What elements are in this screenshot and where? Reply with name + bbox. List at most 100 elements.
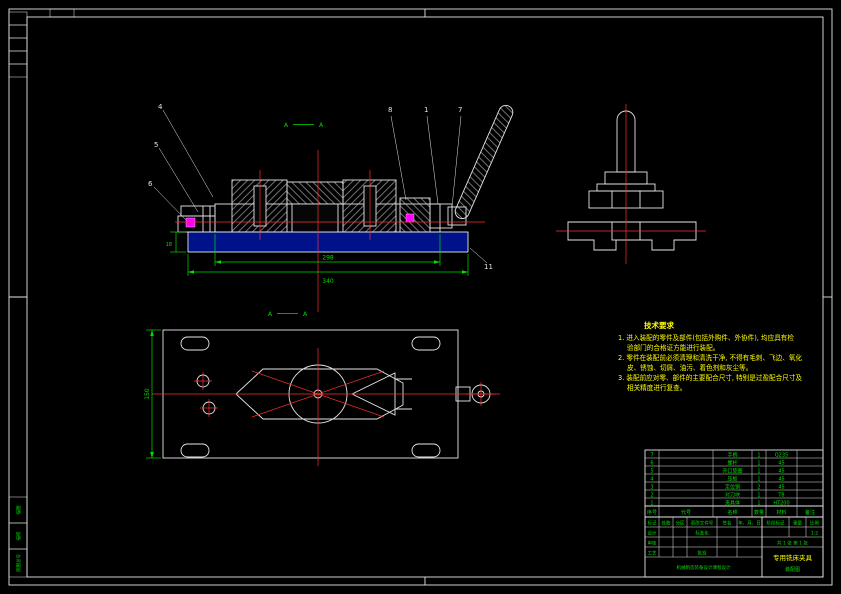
- bom-cell: 开口垫圈: [722, 468, 742, 475]
- bom-header: 序号 代号 名称 数量 材料 备注: [647, 509, 815, 516]
- bom-cell: 1: [757, 493, 760, 499]
- bom-cell: 45: [778, 477, 784, 483]
- drawing-doc-type: 装配图: [785, 566, 800, 573]
- margin-label: 底图总号: [15, 554, 22, 572]
- field-label: 签名: [723, 520, 732, 527]
- field-label: 比例: [810, 520, 819, 527]
- scale-value: 1:2: [811, 531, 818, 537]
- tech-requirement-line: 相关精度进行复查。: [627, 384, 687, 392]
- bom-cell: 夹具体: [725, 500, 740, 507]
- field-label: 阶段标记: [767, 520, 785, 527]
- bom-cell: 45: [778, 485, 784, 491]
- plan-centerlines: [152, 348, 500, 466]
- section-letter: A: [268, 311, 273, 318]
- mounting-slot: [180, 336, 210, 351]
- unit-name: 机械制造装备设计课程设计: [677, 564, 731, 571]
- bom-header-cell: 材料: [776, 509, 786, 516]
- plan-dimensions: 150: [144, 329, 161, 459]
- left-clamp-assembly: [177, 205, 216, 233]
- bom-cell: 4: [650, 477, 653, 483]
- section-letter: A: [303, 311, 308, 318]
- bom-cell: 45: [778, 469, 784, 475]
- dimension-label: 298: [322, 255, 334, 262]
- bom-cell: 1: [757, 461, 760, 467]
- bom-header-cell: 序号: [647, 509, 657, 516]
- bom-cell: 手柄: [727, 452, 737, 459]
- side-centerlines: [556, 104, 706, 264]
- tech-requirement-line: 皮、锈蚀、切屑、油污、着色剂和灰尘等。: [627, 364, 753, 372]
- field-label: 更改文件号: [691, 520, 714, 527]
- bom-cell: 2: [757, 485, 760, 491]
- balloon-number: 5: [154, 141, 158, 149]
- bom-cell: 定位销: [725, 484, 740, 491]
- balloon-number: 6: [148, 180, 153, 188]
- bom-cell: 1: [757, 453, 760, 459]
- mounting-slot: [411, 336, 441, 351]
- title-block-fields: 标记 处数 分区 更改文件号 签名 年、月、日 设计 标准化 审核 工艺 批准 …: [648, 520, 820, 574]
- bom-cell: 对刀块: [725, 492, 740, 499]
- bom-cell: 45: [778, 461, 784, 467]
- bom-cell: 6: [650, 461, 653, 467]
- mounting-slot: [180, 443, 210, 458]
- bom-header-cell: 数量: [754, 509, 764, 516]
- balloon-number: 4: [158, 103, 163, 111]
- field-label: 批准: [698, 550, 707, 557]
- dimension-label: 18: [166, 242, 172, 248]
- bom-header-cell: 代号: [681, 509, 691, 516]
- sheet-frame: [8, 8, 833, 586]
- field-label: 标记: [648, 520, 657, 527]
- bom-cell: 螺杆: [727, 460, 737, 467]
- bom-cell: 7: [650, 453, 653, 459]
- bom-cell: Q235: [775, 453, 788, 459]
- section-letter: A: [284, 122, 289, 129]
- field-label: 年、月、日: [738, 520, 761, 527]
- title-block: 序号 代号 名称 数量 材料 备注 7 手柄 1 Q235 6 螺杆 1 45 …: [644, 449, 824, 578]
- handle-stem: [616, 110, 636, 173]
- workpiece: [291, 203, 339, 233]
- handle-lever: [454, 105, 514, 219]
- bom-cell: 5: [650, 469, 653, 475]
- field-label: 分区: [676, 520, 685, 527]
- right-bracket-assembly: [399, 105, 514, 233]
- drawing-name: 专用铣床夹具: [773, 553, 813, 562]
- dimension-label: 340: [322, 278, 334, 285]
- balloon-number: 8: [388, 106, 392, 114]
- bom-header-cell: 名称: [727, 509, 737, 516]
- dimension-label: 150: [144, 388, 151, 400]
- part-balloons: 4 5 6 8 1 7 11: [148, 103, 493, 271]
- bom-cell: 2: [650, 493, 653, 499]
- clamp-bridge-hatched: [286, 181, 344, 205]
- front-dimensions: 298 340 18: [166, 231, 469, 285]
- bom-cell: HT200: [773, 501, 789, 507]
- tech-requirement-line: 1. 进入装配的零件及部件(包括外购件、外协件), 均应具有检: [618, 334, 794, 342]
- side-view: [556, 104, 706, 264]
- bom-cell: T8: [777, 493, 784, 499]
- margin-blocks: 描图 描校 底图总号: [8, 496, 28, 578]
- bom-rows: 7 手柄 1 Q235 6 螺杆 1 45 5 开口垫圈 1 45 4 压板 1…: [650, 452, 789, 507]
- tech-requirement-line: 验部门的合格证方能进行装配。: [627, 344, 720, 352]
- technical-requirements: 技术要求 1. 进入装配的零件及部件(包括外购件、外协件), 均应具有检 验部门…: [618, 320, 832, 393]
- base-plate: [187, 231, 469, 253]
- mounting-slot: [411, 443, 441, 458]
- margin-label: 描图: [15, 505, 22, 514]
- margin-label: 描校: [15, 531, 22, 540]
- front-section-view: 298 340 18 A A: [166, 105, 514, 312]
- balloon-number: 7: [458, 106, 462, 114]
- front-centerlines: [175, 150, 485, 312]
- bom-cell: 压板: [727, 476, 737, 483]
- sheet-count: 共 1 张 第 1 张: [777, 540, 808, 547]
- field-label: 处数: [662, 520, 671, 527]
- tech-requirement-line: 2. 零件在装配前必须清理和清洗干净, 不得有毛刺、飞边、氧化: [618, 354, 803, 362]
- field-label: 标准化: [695, 530, 709, 537]
- balloon-number: 1: [424, 106, 428, 114]
- field-label: 重量: [793, 520, 802, 527]
- section-letter: A: [319, 122, 324, 129]
- section-label-plan: A A: [268, 311, 308, 318]
- bom-header-cell: 备注: [805, 509, 815, 516]
- balloon-number: 11: [484, 263, 493, 271]
- tech-requirements-title: 技术要求: [644, 321, 674, 330]
- field-label: 设计: [648, 530, 657, 537]
- section-label-front: A A: [284, 122, 324, 129]
